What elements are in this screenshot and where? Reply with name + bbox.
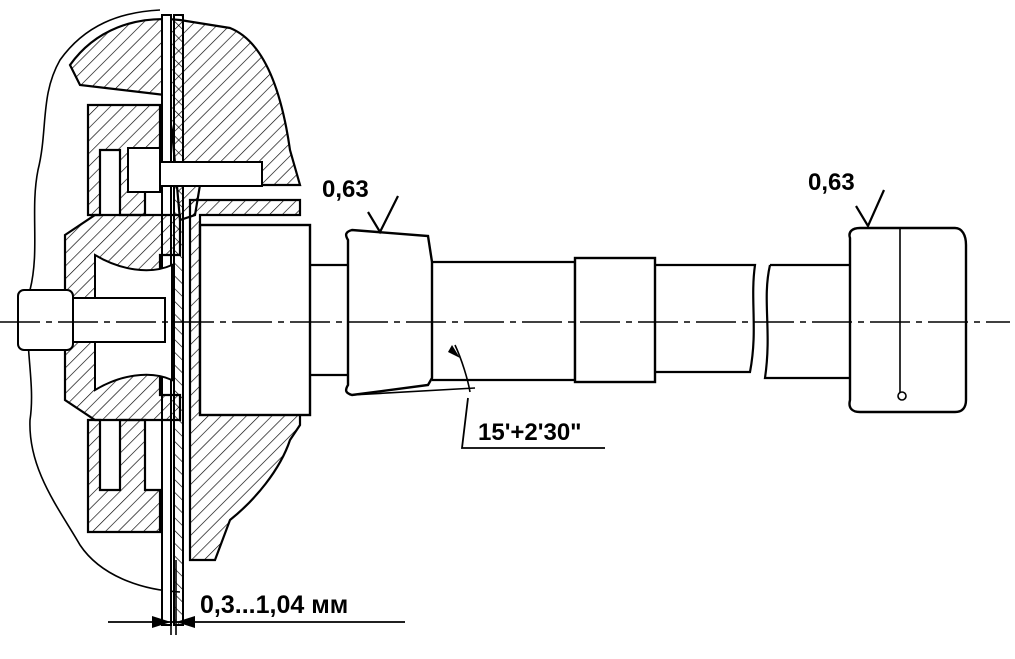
roughness-left-label: 0,63 [322, 176, 369, 203]
rear-journal [848, 226, 968, 414]
taper-leader [460, 397, 605, 449]
sprocket-lower [86, 418, 162, 534]
bolt-upper-head [127, 147, 161, 193]
shaft-to-break [655, 263, 757, 374]
taper-angle-arc [454, 344, 471, 393]
center-bolt-head [17, 289, 74, 351]
center-bolt-body [72, 297, 166, 343]
clearance-arrow-right [176, 616, 195, 628]
roughness-right-label: 0,63 [808, 169, 855, 196]
tapered-journal [344, 228, 434, 397]
clearance-arrow-left [152, 616, 171, 628]
taper-angle-arrow-top [448, 345, 460, 358]
taper-reference-line [351, 387, 476, 396]
taper-angle-label: 15'+2'30" [478, 419, 582, 446]
roughness-right-symbol [855, 189, 886, 229]
middle-journal [573, 256, 657, 384]
bolt-upper-body [159, 161, 263, 187]
axial-clearance-label: 0,3...1,04 мм [200, 591, 348, 619]
front-journal [198, 223, 312, 417]
gasket-plate-2 [173, 14, 184, 626]
roughness-left-symbol [367, 195, 399, 235]
rear-journal-oil-hole [897, 391, 907, 401]
shaft-mid-section [432, 260, 577, 382]
